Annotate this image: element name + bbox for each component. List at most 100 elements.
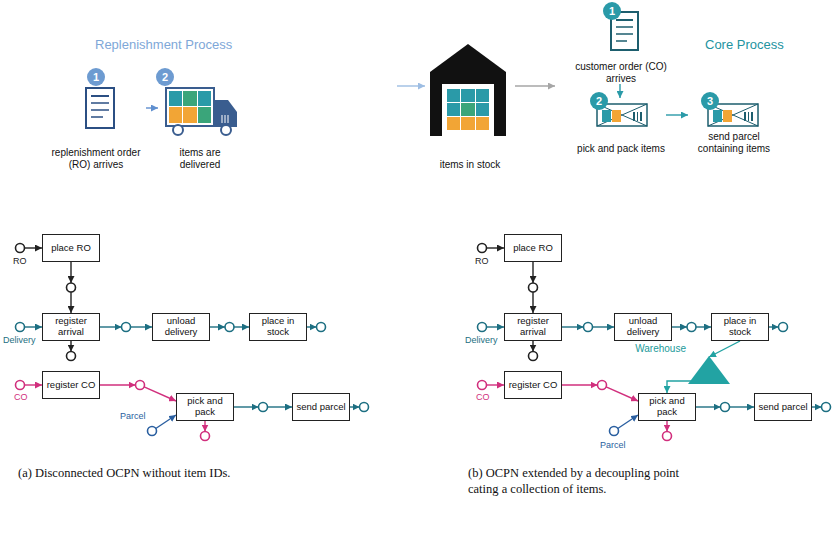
- place-circle: [360, 403, 369, 412]
- place-circle: [779, 323, 788, 332]
- place-circle: [16, 323, 25, 332]
- connector-line: [562, 384, 598, 385]
- place-label: RO: [475, 256, 489, 266]
- node-text: register arrival: [507, 316, 559, 338]
- place-circle: [584, 323, 593, 332]
- connector-line: [70, 341, 71, 352]
- connector-line: [307, 326, 317, 327]
- place: [350, 403, 369, 412]
- place: [610, 415, 639, 436]
- node-text: send parcel: [758, 402, 807, 413]
- band-chevron: [0, 0, 397, 172]
- place-circle: [478, 323, 487, 332]
- place-label: Delivery: [3, 335, 36, 345]
- place: [478, 244, 505, 253]
- band-title: Core Process: [705, 38, 784, 53]
- place-circle: [148, 427, 157, 436]
- callout-number: 2: [590, 92, 608, 110]
- connector-line: [593, 326, 615, 327]
- connector: [620, 84, 621, 98]
- connector-line: [25, 326, 43, 327]
- connector: [515, 86, 555, 87]
- node-text: unload delivery: [155, 316, 207, 338]
- node-text: place RO: [513, 243, 553, 254]
- node-text: register CO: [47, 380, 96, 391]
- place-label: CO: [476, 392, 490, 402]
- place-circle: [201, 432, 210, 441]
- connector: [709, 341, 740, 357]
- connector-line: [144, 387, 176, 401]
- transition-box: place in stock: [711, 313, 769, 341]
- connector: [667, 381, 692, 393]
- connector: [562, 323, 614, 332]
- node-text: send parcel: [296, 402, 345, 413]
- place-circle: [478, 244, 487, 253]
- band-shape: [0, 0, 397, 172]
- place-circle: [529, 352, 538, 361]
- process-step: items in stock: [425, 38, 515, 170]
- figure-caption: cating a collection of items.: [468, 482, 607, 497]
- place-circle: [687, 323, 696, 332]
- place-circle: [16, 244, 25, 253]
- connector-line: [268, 406, 293, 407]
- connector-line: [210, 326, 225, 327]
- connector-line: [131, 326, 153, 327]
- transition-box: pick and pack: [176, 393, 234, 421]
- connector-line: [397, 85, 425, 86]
- connector-line: [532, 292, 533, 313]
- node-text: pick and pack: [179, 396, 231, 418]
- place: [148, 415, 177, 436]
- connector: [666, 115, 688, 116]
- place: [663, 421, 672, 441]
- place-circle: [259, 403, 268, 412]
- node-text: pick and pack: [641, 396, 693, 418]
- connector: [146, 108, 158, 109]
- node-text: unload delivery: [617, 316, 669, 338]
- transition-box: register arrival: [42, 313, 100, 341]
- connector-line: [769, 326, 779, 327]
- transition-box: place RO: [42, 234, 100, 262]
- place-circle: [136, 381, 145, 390]
- callout-number: 1: [603, 2, 621, 20]
- callout-number: 1: [87, 68, 105, 86]
- place: [478, 323, 505, 332]
- process-band: Core Process customer order (CO) arrives p…: [555, 0, 836, 172]
- process-step: customer order (CO) arrives: [566, 2, 676, 84]
- node-text: customer order (CO) arrives: [566, 61, 676, 84]
- place: [16, 381, 43, 390]
- connector-line: [696, 326, 711, 327]
- place: [812, 403, 831, 412]
- connector-line: [667, 381, 692, 393]
- transition-box: register arrival: [504, 313, 562, 341]
- transition-box: place in stock: [249, 313, 307, 341]
- process-step: items are delivered: [158, 70, 242, 170]
- connector-line: [487, 247, 505, 248]
- connector-line: [204, 421, 205, 432]
- connector-line: [100, 384, 136, 385]
- connector: [529, 262, 538, 313]
- place-circle: [822, 403, 831, 412]
- connector-line: [666, 421, 667, 432]
- transition-box: pick and pack: [638, 393, 696, 421]
- connector-line: [350, 406, 360, 407]
- transition-box: unload delivery: [614, 313, 672, 341]
- place: [16, 244, 43, 253]
- node-text: send parcel containing items: [688, 131, 780, 154]
- triangle: [688, 356, 730, 384]
- connector: [67, 262, 76, 313]
- node-text: register arrival: [45, 316, 97, 338]
- connector: [234, 403, 292, 412]
- connector: [696, 403, 754, 412]
- place-circle: [598, 381, 607, 390]
- process-step: pick and pack items: [576, 98, 666, 154]
- connector-line: [70, 292, 71, 313]
- place-circle: [610, 427, 619, 436]
- place-circle: [67, 352, 76, 361]
- place: [307, 323, 326, 332]
- node-text: items in stock: [440, 159, 501, 171]
- connector-line: [730, 406, 755, 407]
- connector-line: [70, 262, 71, 283]
- callout-number: 3: [701, 92, 719, 110]
